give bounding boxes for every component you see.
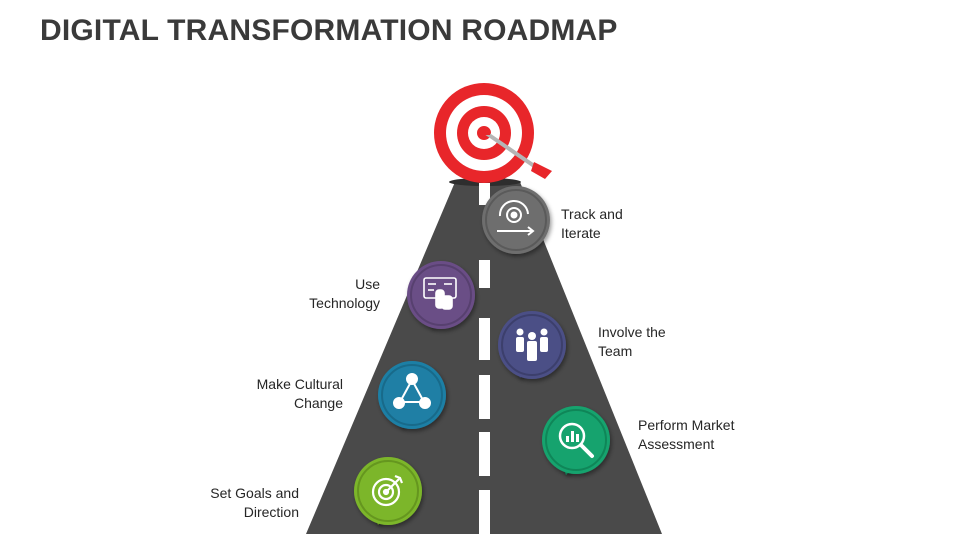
network-people-icon bbox=[393, 373, 431, 409]
milestone-set-goals bbox=[354, 457, 422, 525]
milestone-market-assessment bbox=[542, 406, 610, 475]
milestone-track-iterate bbox=[482, 186, 550, 254]
label-market-assessment: Perform Market Assessment bbox=[638, 416, 734, 454]
label-line-1: Perform Market bbox=[638, 417, 735, 433]
label-line-1: Make Cultural bbox=[256, 376, 343, 392]
label-line-2: Assessment bbox=[638, 436, 715, 452]
gear-cycle-icon bbox=[497, 199, 535, 236]
bullseye-arrow-icon bbox=[434, 83, 552, 183]
magnifier-chart-icon bbox=[558, 422, 594, 458]
milestone-use-technology bbox=[407, 261, 475, 329]
milestone-involve-team bbox=[498, 311, 566, 379]
label-line-1: Involve the bbox=[598, 324, 666, 340]
label-track-iterate: Track and Iterate bbox=[561, 205, 623, 243]
target-icon bbox=[371, 474, 404, 507]
label-line-2: Change bbox=[293, 395, 343, 411]
label-line-1: Track and bbox=[561, 206, 623, 222]
team-icon bbox=[516, 328, 548, 361]
page-title: DIGITAL TRANSFORMATION ROADMAP bbox=[40, 14, 618, 47]
label-set-goals: Set Goals and Direction bbox=[210, 484, 299, 522]
touch-technology-icon bbox=[423, 277, 457, 310]
label-involve-team: Involve the Team bbox=[598, 323, 666, 361]
label-line-1: Use bbox=[355, 276, 380, 292]
milestone-cultural-change bbox=[378, 361, 446, 429]
label-line-2: Team bbox=[598, 343, 633, 359]
label-cultural-change: Make Cultural Change bbox=[257, 375, 343, 413]
label-line-1: Set Goals and bbox=[210, 485, 299, 501]
label-line-2: Iterate bbox=[561, 225, 601, 241]
label-use-technology: Use Technology bbox=[309, 275, 380, 313]
label-line-2: Direction bbox=[243, 504, 299, 520]
label-line-2: Technology bbox=[309, 295, 380, 311]
road-center-dashes bbox=[479, 183, 490, 534]
